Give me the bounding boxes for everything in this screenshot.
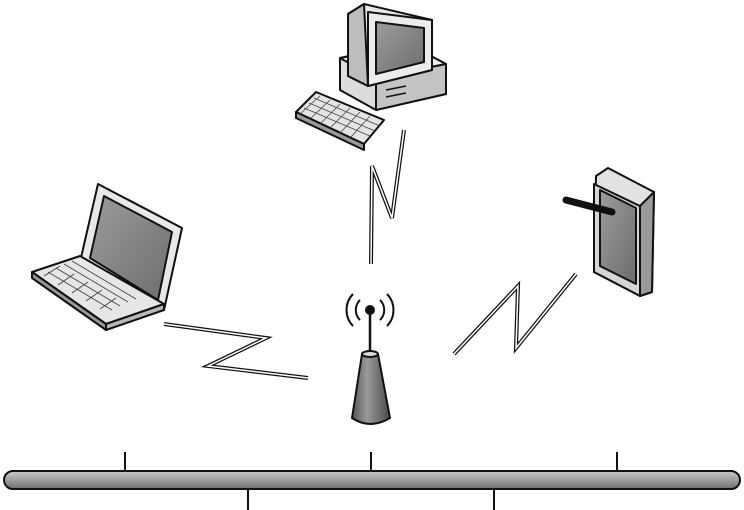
stylus-icon: [562, 196, 616, 216]
network-bus-icon: [3, 470, 741, 490]
tablet-icon: [593, 167, 655, 297]
wireless-link-desktop: [369, 129, 406, 265]
network-bus: [3, 452, 741, 510]
desktop-computer-icon: [295, 3, 447, 151]
laptop-icon: [31, 183, 183, 331]
wireless-link-tablet: [452, 272, 578, 356]
access-point-icon: [345, 293, 395, 425]
wireless-link-laptop: [163, 322, 309, 380]
